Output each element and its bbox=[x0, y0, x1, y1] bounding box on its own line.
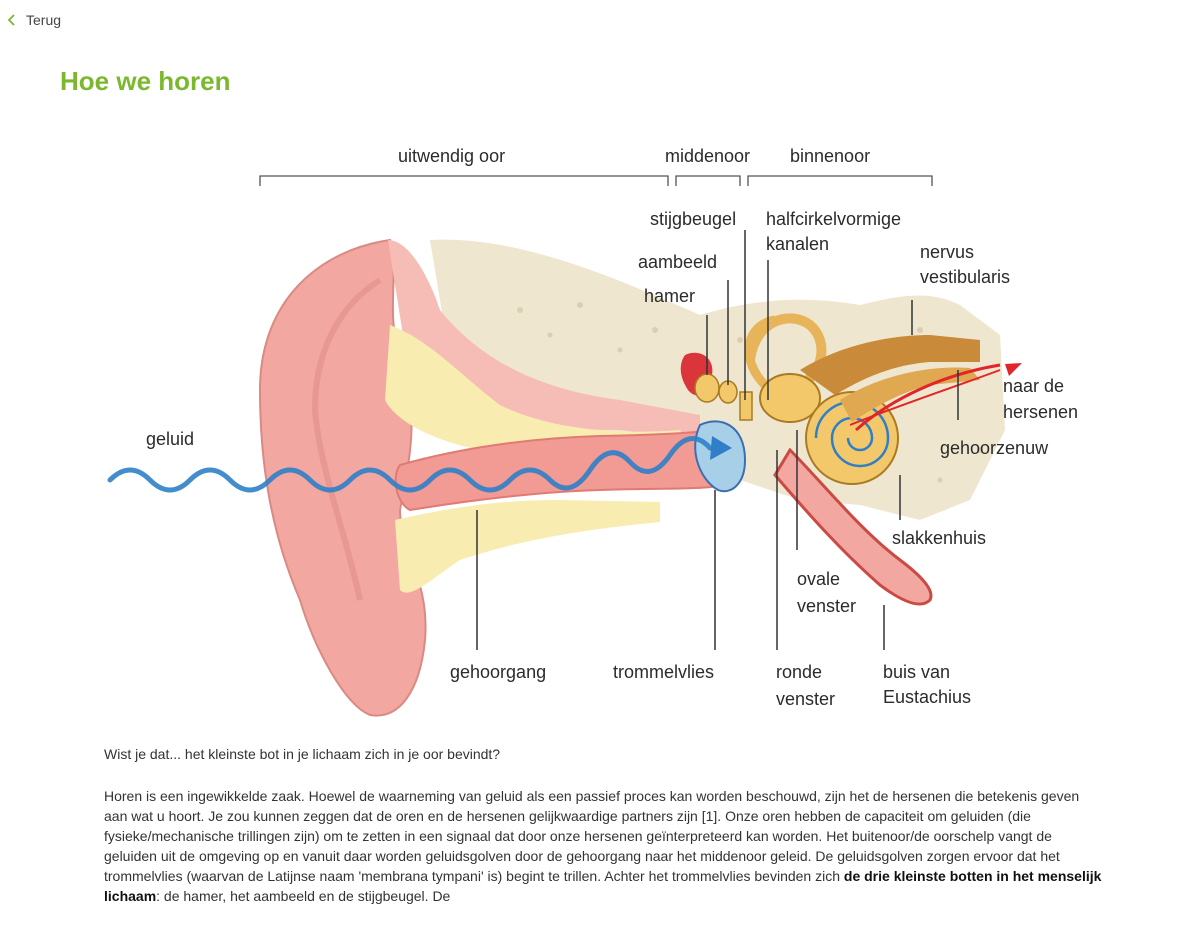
label-cochlea: slakkenhuis bbox=[892, 528, 986, 548]
cartilage bbox=[385, 325, 690, 593]
eardrum bbox=[694, 420, 747, 493]
label-eardrum: trommelvlies bbox=[613, 662, 714, 682]
label-anvil: aambeeld bbox=[638, 252, 717, 272]
chevron-left-icon bbox=[7, 14, 15, 26]
label-oval-window-2: venster bbox=[797, 596, 856, 616]
article-body: Wist je dat... het kleinste bot in je li… bbox=[104, 744, 1104, 928]
did-you-know: Wist je dat... het kleinste bot in je li… bbox=[104, 746, 501, 762]
label-round-window-1: ronde bbox=[776, 662, 822, 682]
article-paragraph-cont-end: : de hamer, het aambeeld en de stijgbeug… bbox=[156, 888, 451, 904]
label-middle-ear: middenoor bbox=[665, 146, 750, 166]
article-paragraph-cont-start: Achter het trommelvlies bevinden zich bbox=[604, 868, 844, 884]
label-round-window-2: venster bbox=[776, 689, 835, 709]
label-vestibular-1: nervus bbox=[920, 242, 974, 262]
sound-wave-arrow bbox=[710, 436, 732, 460]
label-eustachian-2: Eustachius bbox=[883, 687, 971, 707]
sound-wave bbox=[107, 436, 713, 493]
label-to-brain-1: naar de bbox=[1003, 376, 1064, 396]
ear-anatomy-diagram: uitwendig oor middenoor binnenoor geluid… bbox=[100, 130, 1100, 730]
label-vestibular-2: vestibularis bbox=[920, 267, 1010, 287]
label-hammer: hamer bbox=[644, 286, 695, 306]
label-sound: geluid bbox=[146, 429, 194, 449]
label-canals-2: kanalen bbox=[766, 234, 829, 254]
label-inner-ear: binnenoor bbox=[790, 146, 870, 166]
eustachian-tube bbox=[773, 447, 933, 606]
ear-canal bbox=[394, 428, 727, 512]
label-auditory-nerve: gehoorzenuw bbox=[940, 438, 1049, 458]
ear-anatomy-illustration: uitwendig oor middenoor binnenoor geluid… bbox=[107, 146, 1078, 717]
label-stirrup: stijgbeugel bbox=[650, 209, 736, 229]
label-eustachian-1: buis van bbox=[883, 662, 950, 682]
article-paragraph-main: Horen is een ingewikkelde zaak. Hoewel d… bbox=[104, 788, 1080, 884]
label-canals-1: halfcirkelvormige bbox=[766, 209, 901, 229]
label-oval-window-1: ovale bbox=[797, 569, 840, 589]
page-title: Hoe we horen bbox=[60, 66, 231, 96]
label-ear-canal: gehoorgang bbox=[450, 662, 546, 682]
section-brackets bbox=[259, 175, 933, 186]
leader-lines bbox=[476, 230, 959, 650]
back-label: Terug bbox=[26, 12, 62, 28]
label-to-brain-2: hersenen bbox=[1003, 402, 1078, 422]
label-outer-ear: uitwendig oor bbox=[398, 146, 505, 166]
nerve-bundle bbox=[800, 335, 1022, 432]
ossicles bbox=[680, 352, 753, 421]
article-paragraph: Horen is een ingewikkelde zaak. Hoewel d… bbox=[104, 786, 1104, 906]
back-link[interactable]: Terug bbox=[6, 10, 61, 30]
